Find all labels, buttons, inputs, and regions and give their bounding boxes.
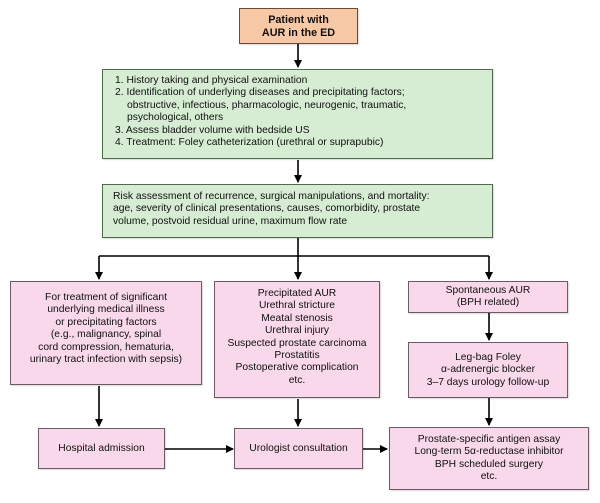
left-line-2: underlying medical illness (47, 304, 165, 316)
left-line-6: urinary tract infection with sepsis) (29, 354, 183, 366)
step-4: 4. Treatment: Foley catheterization (ure… (115, 137, 492, 149)
middle-line-4: Urethral injury (264, 325, 330, 337)
step-4-num: 4. (115, 137, 124, 149)
left-line-3: or precipitating factors (55, 316, 157, 328)
start-line-2: AUR in the ED (261, 27, 336, 39)
step-2-line-2: obstructive, infectious, pharmacologic, … (127, 99, 407, 111)
risk-line-3: volume, postvoid residual urine, maximum… (113, 215, 348, 227)
long-term-management-box: Prostate-specific antigen assay Long-ter… (389, 427, 589, 490)
medical-illness-box: For treatment of significant underlying … (10, 281, 202, 385)
final-line-2: Long-term 5α-reductase inhibitor (414, 446, 564, 458)
left-line-5: cord compression, hematuria, (38, 341, 174, 353)
urologist-label: Urologist consultation (249, 443, 348, 454)
risk-assessment-box: Risk assessment of recurrence, surgical … (102, 184, 493, 238)
hospital-admission-box: Hospital admission (38, 428, 165, 469)
left-line-4: (e.g., malignancy, spinal (50, 329, 162, 341)
step-4-text: Treatment: Foley catheterization (urethr… (126, 137, 384, 149)
middle-line-3: Meatal stenosis (261, 312, 333, 324)
right-line-2: (BPH related) (456, 297, 520, 309)
middle-line-7: Postoperative complication (235, 362, 359, 374)
final-line-1: Prostate-specific antigen assay (417, 434, 561, 445)
start-line-1: Patient with (268, 14, 329, 26)
leg-bag-foley-box: Leg-bag Foley α-adrenergic blocker 3–7 d… (408, 342, 568, 398)
start-box: Patient with AUR in the ED (239, 8, 358, 44)
left-line-1: For treatment of significant (45, 292, 167, 303)
legbag-line-3: 3–7 days urology follow-up (426, 376, 550, 388)
initial-steps-box: 1. History taking and physical examinati… (102, 69, 493, 159)
middle-line-2: Urethral stricture (258, 300, 336, 312)
step-2-num: 2. (115, 87, 124, 99)
step-1-text: History taking and physical examination (126, 75, 308, 86)
step-2-line-3: psychological, others (127, 112, 224, 124)
step-1-num: 1. (115, 75, 124, 86)
step-3-num: 3. (115, 124, 124, 136)
right-line-1: Spontaneous AUR (445, 285, 531, 296)
middle-line-1: Precipitated AUR (257, 288, 337, 299)
risk-line-2: age, severity of clinical presentations,… (113, 203, 421, 215)
step-3: 3. Assess bladder volume with bedside US (115, 125, 492, 137)
step-1: 1. History taking and physical examinati… (115, 75, 492, 87)
risk-line-1: Risk assessment of recurrence, surgical … (113, 191, 430, 202)
step-3-text: Assess bladder volume with bedside US (125, 124, 310, 136)
middle-line-8: etc. (288, 374, 306, 386)
step-2: 2. Identification of underlying diseases… (115, 87, 492, 99)
final-line-4: etc. (480, 471, 498, 483)
legbag-line-1: Leg-bag Foley (455, 352, 521, 363)
final-line-3: BPH scheduled surgery (434, 458, 544, 470)
middle-line-6: Prostatitis (274, 350, 320, 362)
middle-line-5: Suspected prostate carcinoma (227, 337, 367, 349)
step-2-text: Identification of underlying diseases an… (126, 87, 405, 99)
legbag-line-2: α-adrenergic blocker (440, 364, 536, 376)
hospital-label: Hospital admission (58, 443, 145, 454)
precipitated-aur-box: Precipitated AUR Urethral stricture Meat… (214, 281, 380, 398)
spontaneous-aur-box: Spontaneous AUR (BPH related) (408, 281, 568, 313)
urologist-consultation-box: Urologist consultation (234, 428, 363, 469)
